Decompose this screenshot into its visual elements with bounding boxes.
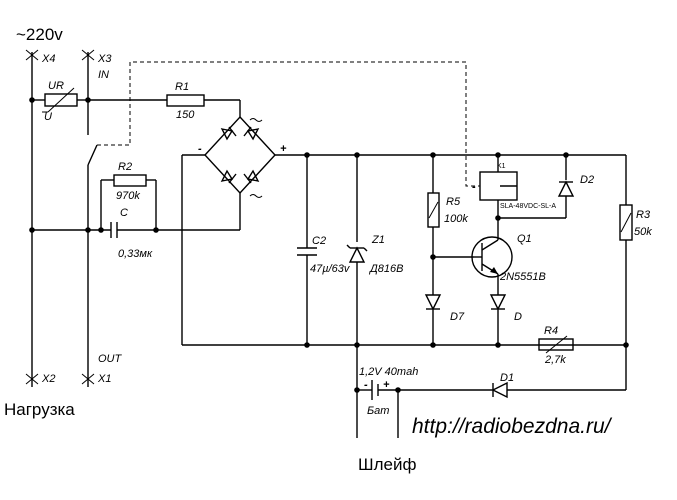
transistor-q1 [471,200,513,345]
label-r4-value: 2,7k [544,354,566,366]
label-x4: X4 [41,53,55,65]
relay-link-dashed [97,61,480,187]
label-z1-value: Д816В [368,263,403,275]
capacitor-c2 [297,155,317,345]
label-out: OUT [98,353,123,365]
label-ur: UR [48,80,64,92]
label-r1-value: 150 [176,109,195,121]
battery-plus: + [383,379,390,391]
label-r5-value: 100k [444,213,468,225]
bridge-plus: + [280,143,287,155]
label-z1: Z1 [371,234,385,246]
mains-label: ~220v [16,25,63,44]
resistor-r4 [538,335,574,354]
zener-z1 [346,155,368,345]
junction-dots [29,97,629,393]
label-r2: R2 [118,161,132,173]
diode-d2 [557,155,575,218]
battery-label: Бат [367,405,389,417]
label-r4: R4 [544,325,558,337]
resistor-r3 [619,155,633,390]
label-q1-value: 2N5551B [499,271,546,283]
battery-minus: - [364,379,368,391]
label-x1: X1 [97,373,111,385]
label-c: C [120,207,128,219]
resistor-r1 [88,94,241,117]
label-k1: K1 [497,163,506,170]
site-url: http://radiobezdna.ru/ [412,415,613,438]
label-r1: R1 [175,81,189,93]
label-c2-value: 47µ/63v [310,263,351,275]
label-r2-value: 970k [116,190,140,202]
label-x3: X3 [97,53,112,65]
label-d: D [514,311,522,323]
label-r5: R5 [446,196,461,208]
label-d7: D7 [450,311,465,323]
diode-bridge [181,115,626,345]
bridge-minus: - [198,143,202,155]
loop-caption: Шлейф [358,455,416,474]
label-x2: X2 [41,373,55,385]
load-caption: Нагрузка [4,400,75,419]
label-u: U [44,111,52,123]
battery-spec: 1,2V 40mah [359,366,418,378]
relay-minus: - [472,181,476,193]
label-r3-value: 50k [634,226,652,238]
label-q1: Q1 [517,233,532,245]
label-c2: C2 [312,235,326,247]
label-d1: D1 [500,372,514,384]
label-d2: D2 [580,174,594,186]
label-r3: R3 [636,209,651,221]
r5-d7-branch [424,155,474,345]
d1-battery-loop [356,345,626,438]
label-in: IN [98,69,109,81]
relay-k1 [479,155,566,219]
r2-c-network [32,174,240,238]
relay-model: SLA-48VDC-SL-A [500,203,556,210]
varistor-ur [32,87,88,113]
label-c-value: 0,33мк [118,248,153,260]
terminal-lines [25,49,98,387]
